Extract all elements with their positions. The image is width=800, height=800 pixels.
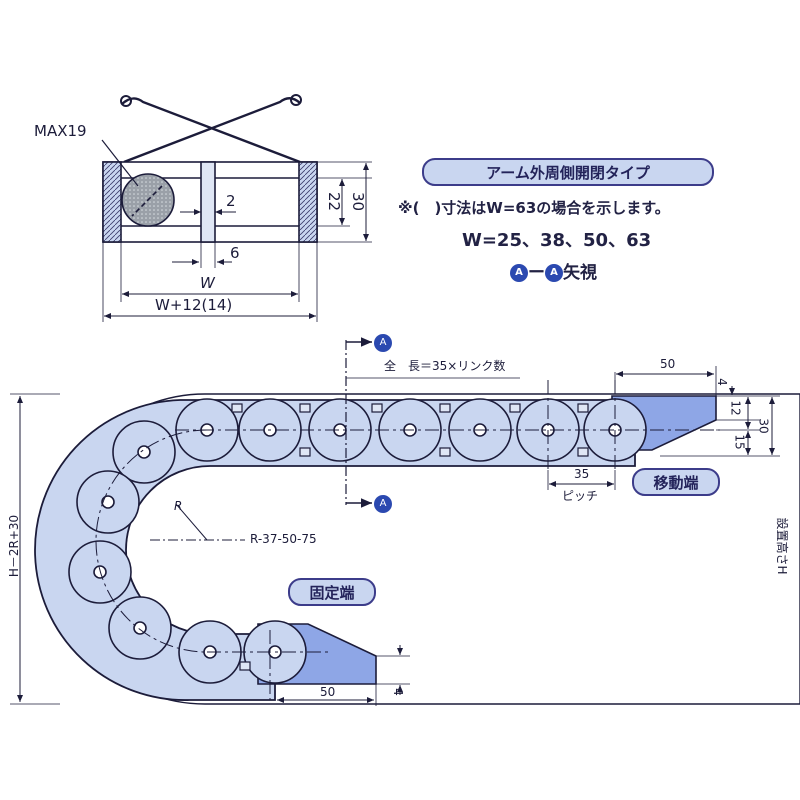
section-marker-bottom: A bbox=[374, 495, 392, 513]
arm-right-hook bbox=[290, 94, 302, 106]
right-wall bbox=[298, 161, 318, 243]
view-label: 矢視 bbox=[563, 263, 597, 283]
radius-values-label: R-37-50-75 bbox=[250, 532, 317, 546]
width-options: W=25、38、50、63 bbox=[462, 230, 652, 251]
dim-6-label: 6 bbox=[230, 244, 240, 262]
view-marker-a2: A bbox=[545, 264, 563, 282]
chain-view bbox=[10, 337, 800, 706]
pitch-label: ピッチ bbox=[562, 489, 599, 503]
dim-2-label: 2 bbox=[226, 192, 236, 210]
dim-50-bottom-label: 50 bbox=[320, 685, 336, 699]
link-tabs bbox=[231, 403, 589, 671]
view-dash: ー bbox=[528, 263, 545, 283]
radius-marker: R bbox=[174, 499, 183, 513]
dim-30-label: 30 bbox=[349, 191, 368, 212]
section-marker-top: A bbox=[374, 334, 392, 352]
install-height-label: 設置高さH bbox=[775, 517, 789, 575]
dim-4-top-label: 4 bbox=[714, 378, 729, 386]
divider bbox=[200, 161, 216, 243]
dim-12-label: 12 bbox=[728, 400, 743, 416]
dim-30-right-label: 30 bbox=[756, 418, 771, 434]
left-wall bbox=[102, 161, 122, 243]
max-cable-label: MAX19 bbox=[34, 122, 87, 140]
dim-35-label: 35 bbox=[574, 467, 590, 481]
dim-50-top-label: 50 bbox=[660, 357, 676, 371]
dim-4-bottom-label: 4 bbox=[390, 688, 405, 696]
dim-w-total-label: W+12(14) bbox=[155, 296, 233, 314]
fixed-end-badge: 固定端 bbox=[288, 578, 376, 606]
dim-22-label: 22 bbox=[325, 191, 344, 212]
dim-15-label: 15 bbox=[732, 434, 747, 450]
moving-end-badge: 移動端 bbox=[632, 468, 720, 496]
arm-left-hook bbox=[120, 95, 132, 107]
dim-w-label: W bbox=[200, 274, 215, 292]
total-length-label: 全 長＝35×リンク数 bbox=[384, 359, 506, 373]
size-note: ※( )寸法はW=63の場合を示します。 bbox=[398, 199, 670, 217]
arm-right bbox=[123, 97, 301, 164]
cross-section bbox=[101, 94, 372, 322]
type-title-badge: アーム外周側開閉タイプ bbox=[422, 158, 714, 186]
view-marker-a1: A bbox=[510, 264, 528, 282]
link-plates bbox=[68, 398, 647, 684]
height-formula-label: H－2R+30 bbox=[7, 514, 21, 578]
arm-left bbox=[121, 97, 301, 164]
